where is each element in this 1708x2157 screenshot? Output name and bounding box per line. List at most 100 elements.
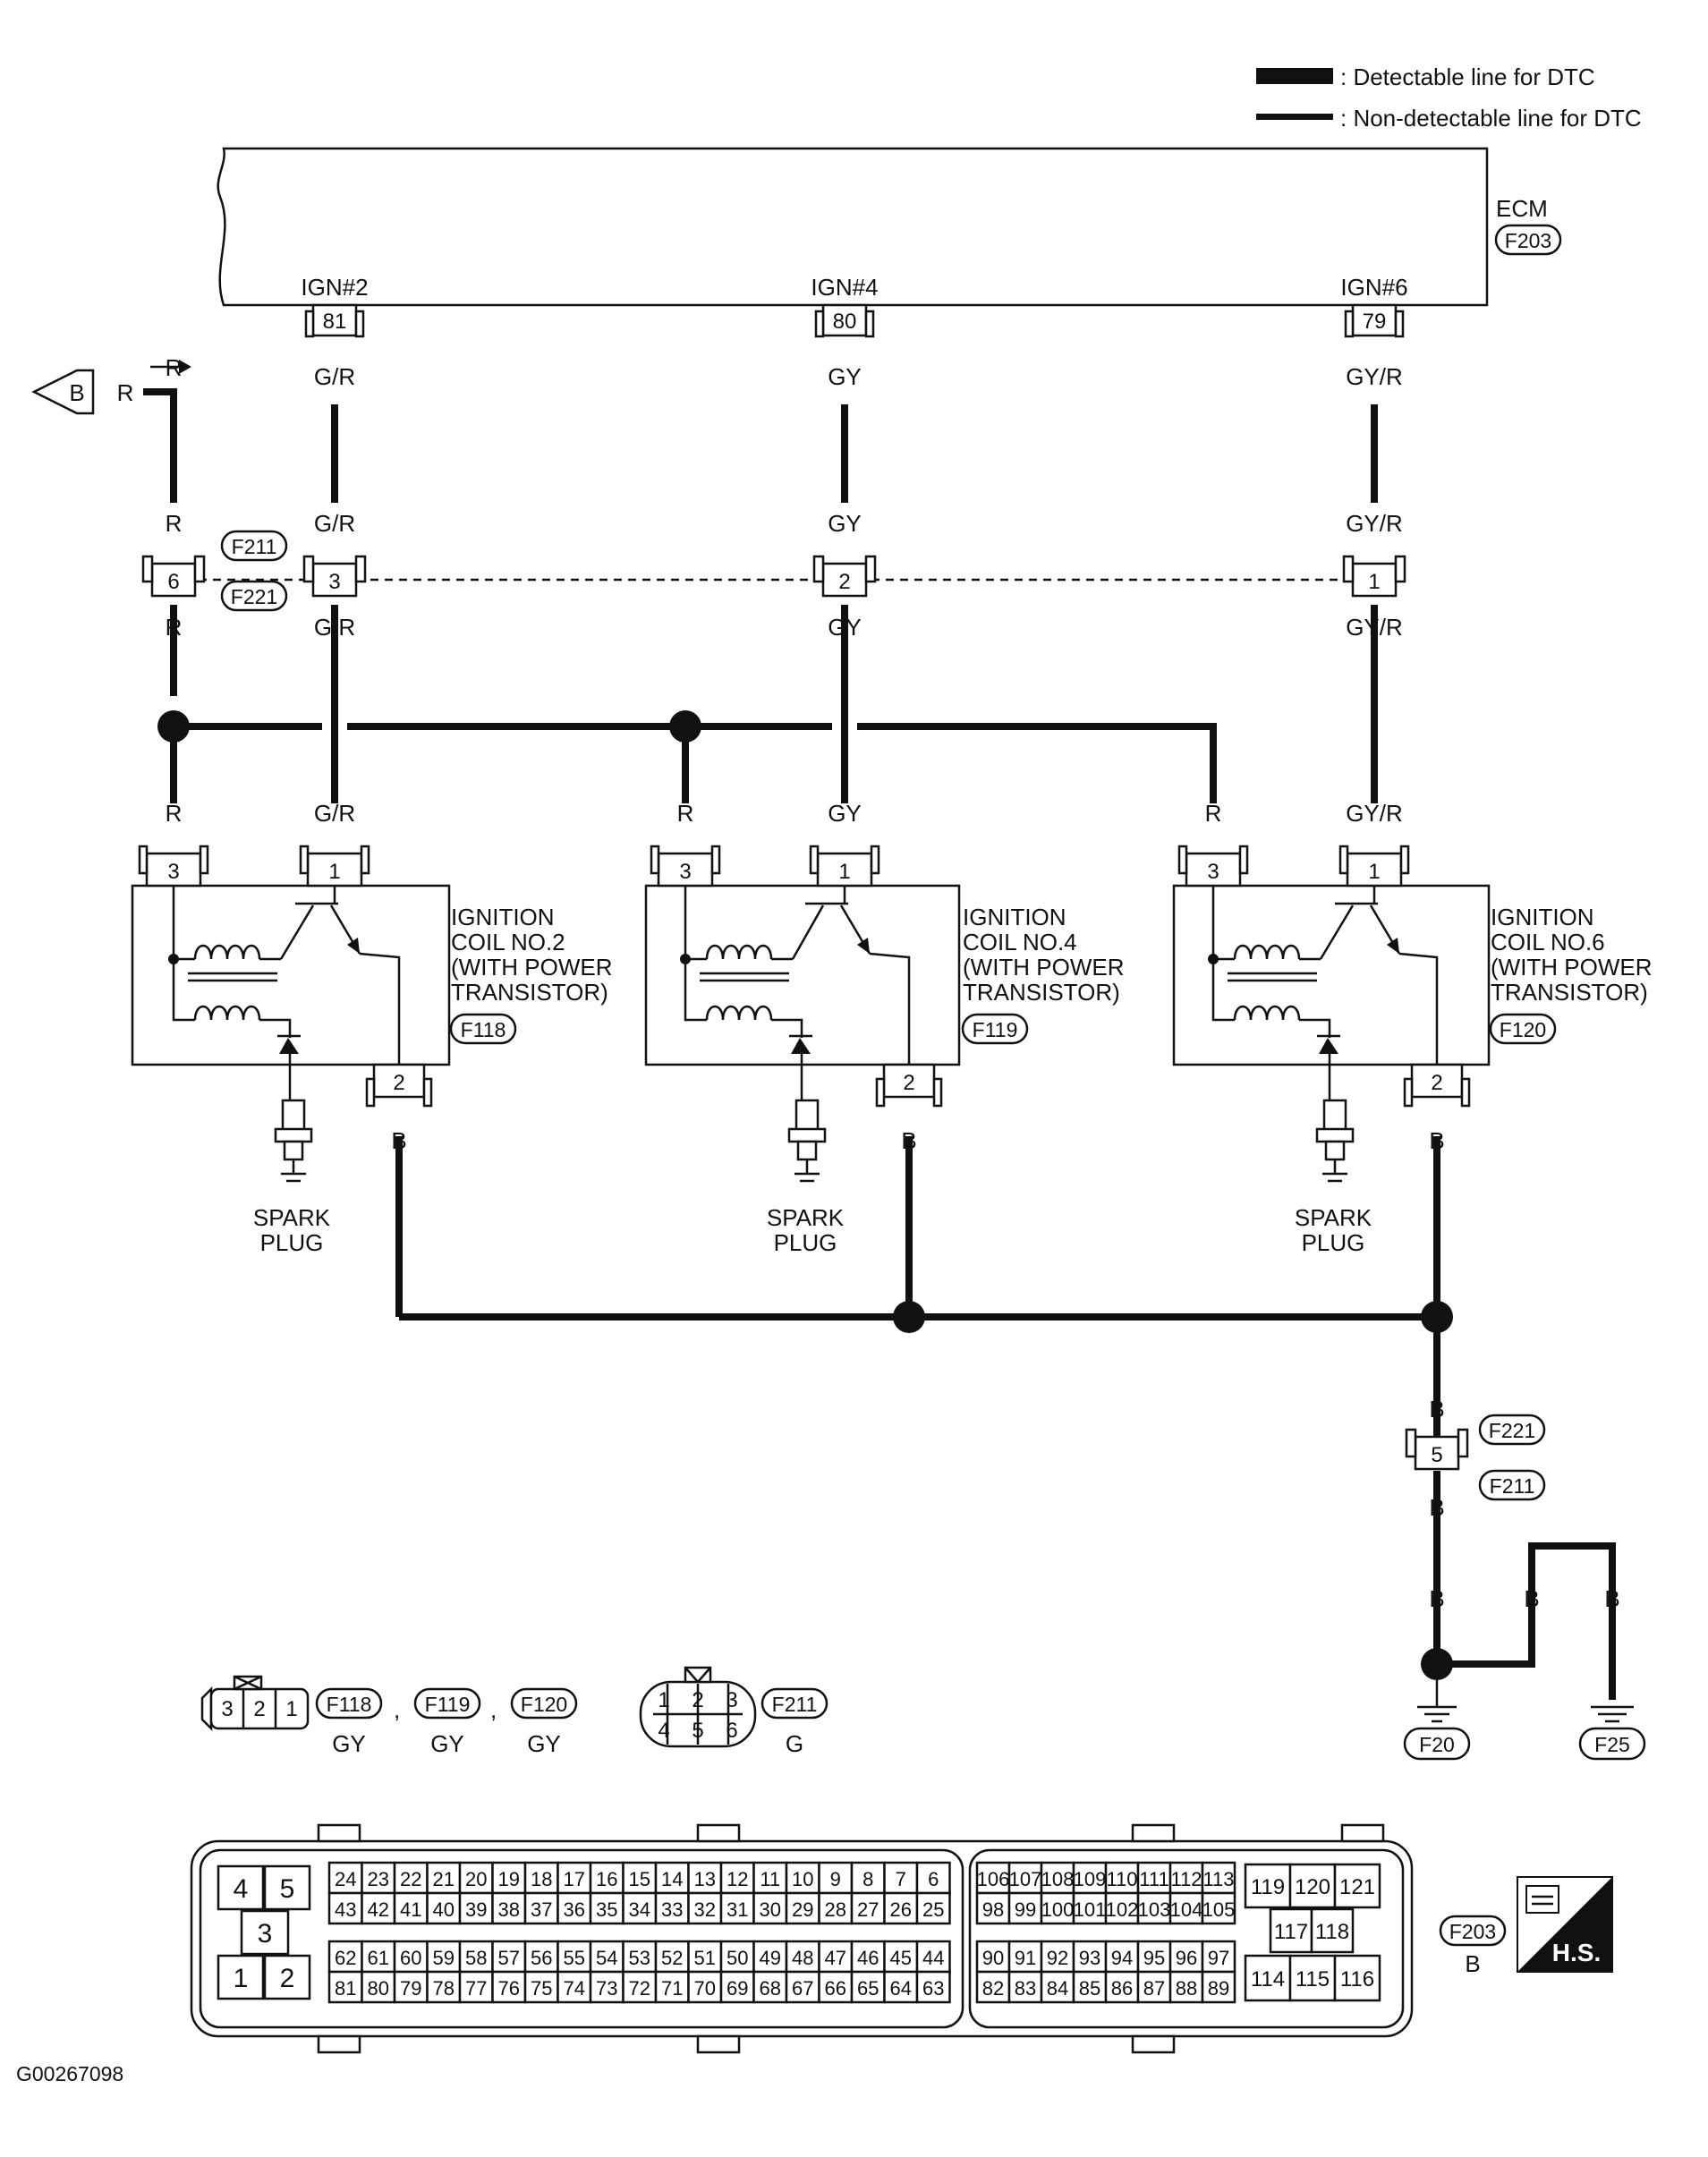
coil-title: TRANSISTOR) [451,979,608,1006]
wire-label: R [166,614,183,641]
coil-connector-badge [1489,1013,1557,1045]
svg-text:5: 5 [280,1874,295,1904]
legend-nondetectable-text: : Non-detectable line for DTC [1340,105,1642,132]
svg-text:73: 73 [596,1977,617,2000]
spark-plug-label: SPARK [1295,1204,1372,1231]
wire-label: B [1429,1585,1444,1612]
separator: , [394,1696,400,1723]
coil-connector-id: F120 [1500,1018,1546,1041]
offpage-wire-r: R [117,379,134,406]
svg-text:71: 71 [661,1977,683,2000]
coil-pin: 1 [809,845,880,887]
svg-text:79: 79 [1363,310,1387,334]
svg-text:13: 13 [694,1868,716,1890]
coil-connector-color: GY [527,1730,561,1757]
coil-title: COIL NO.6 [1491,929,1605,955]
svg-text:76: 76 [498,1977,520,2000]
svg-text:113: 113 [1202,1868,1234,1890]
svg-text:110: 110 [1106,1868,1137,1890]
svg-text:38: 38 [498,1898,520,1921]
ground-symbol-icon [1591,1705,1634,1723]
svg-text:1: 1 [328,860,340,884]
coil-pin: 2 [875,1063,943,1108]
wire-label: GY [828,363,862,390]
svg-text:1: 1 [1368,570,1380,594]
svg-text:90: 90 [982,1947,1004,1969]
harness-connector-color: G [786,1730,803,1757]
ground-badge-f20 [1403,1727,1471,1761]
coil-connector-id: F120 [521,1693,567,1716]
wire-label: R [1205,800,1222,827]
svg-text:63: 63 [922,1977,944,2000]
svg-text:75: 75 [531,1977,552,2000]
ecm-face-connector-id: F203 [1449,1920,1496,1943]
coil-title: COIL NO.2 [451,929,565,955]
wire-label: R [677,800,694,827]
spark-plug-label: SPARK [767,1204,845,1231]
wire-label: R [166,510,183,537]
svg-text:48: 48 [792,1947,813,1969]
harness-connector-badge-f211 [220,530,288,562]
svg-text:80: 80 [833,310,857,334]
svg-text:119: 119 [1251,1875,1285,1899]
svg-text:66: 66 [825,1977,846,2000]
spark-plug-icon [787,1099,827,1183]
ecm-pin-81: 81 [304,303,365,338]
svg-text:49: 49 [760,1947,781,1969]
wire-label: GY/R [1346,800,1403,827]
svg-text:67: 67 [792,1977,813,2000]
svg-text:41: 41 [400,1898,421,1921]
svg-text:70: 70 [694,1977,716,2000]
coil-title: (WITH POWER [451,954,613,981]
wire-label: B [1429,1494,1444,1521]
ground-connector-badge-f211 [1478,1469,1546,1501]
svg-text:1: 1 [838,860,850,884]
ground-connector-id: F211 [1490,1474,1535,1498]
svg-text:1: 1 [234,1964,249,1993]
svg-text:105: 105 [1202,1898,1236,1921]
hs-badge-icon [1517,1876,1613,1973]
svg-text:3: 3 [726,1688,737,1712]
svg-text:51: 51 [694,1947,716,1969]
ground-id: F20 [1419,1733,1455,1756]
svg-text:44: 44 [922,1947,944,1969]
svg-text:2: 2 [903,1071,914,1095]
svg-text:106: 106 [977,1868,1010,1890]
svg-text:27: 27 [857,1898,879,1921]
svg-text:10: 10 [792,1868,813,1890]
wire-label: GY/R [1346,614,1403,641]
svg-text:65: 65 [857,1977,879,2000]
svg-text:32: 32 [694,1898,716,1921]
wire-label: G/R [314,800,355,827]
wire-label: GY [828,614,862,641]
svg-text:33: 33 [661,1898,683,1921]
svg-text:43: 43 [335,1898,356,1921]
svg-text:20: 20 [465,1868,487,1890]
svg-text:107: 107 [1009,1868,1042,1890]
svg-text:22: 22 [400,1868,421,1890]
spark-plug-label: PLUG [774,1229,837,1256]
svg-text:3: 3 [679,860,691,884]
svg-text:89: 89 [1208,1977,1229,2000]
svg-text:9: 9 [830,1868,841,1890]
svg-text:116: 116 [1340,1967,1374,1991]
wire-label: GY [828,800,862,827]
wire-label: B [1524,1585,1539,1612]
svg-text:77: 77 [465,1977,487,2000]
svg-text:5: 5 [1431,1443,1442,1467]
svg-text:72: 72 [629,1977,650,2000]
svg-text:42: 42 [368,1898,389,1921]
harness-pin-3: 3 [302,555,367,598]
wire-label: G/R [314,510,355,537]
svg-text:35: 35 [596,1898,617,1921]
svg-text:86: 86 [1111,1977,1133,2000]
coil-pin: 3 [650,845,721,887]
svg-text:82: 82 [982,1977,1004,2000]
svg-text:102: 102 [1106,1898,1139,1921]
wire-label: R [166,354,183,381]
coil-connector-id: F119 [425,1693,471,1716]
svg-text:103: 103 [1138,1898,1171,1921]
svg-text:6: 6 [167,570,179,594]
